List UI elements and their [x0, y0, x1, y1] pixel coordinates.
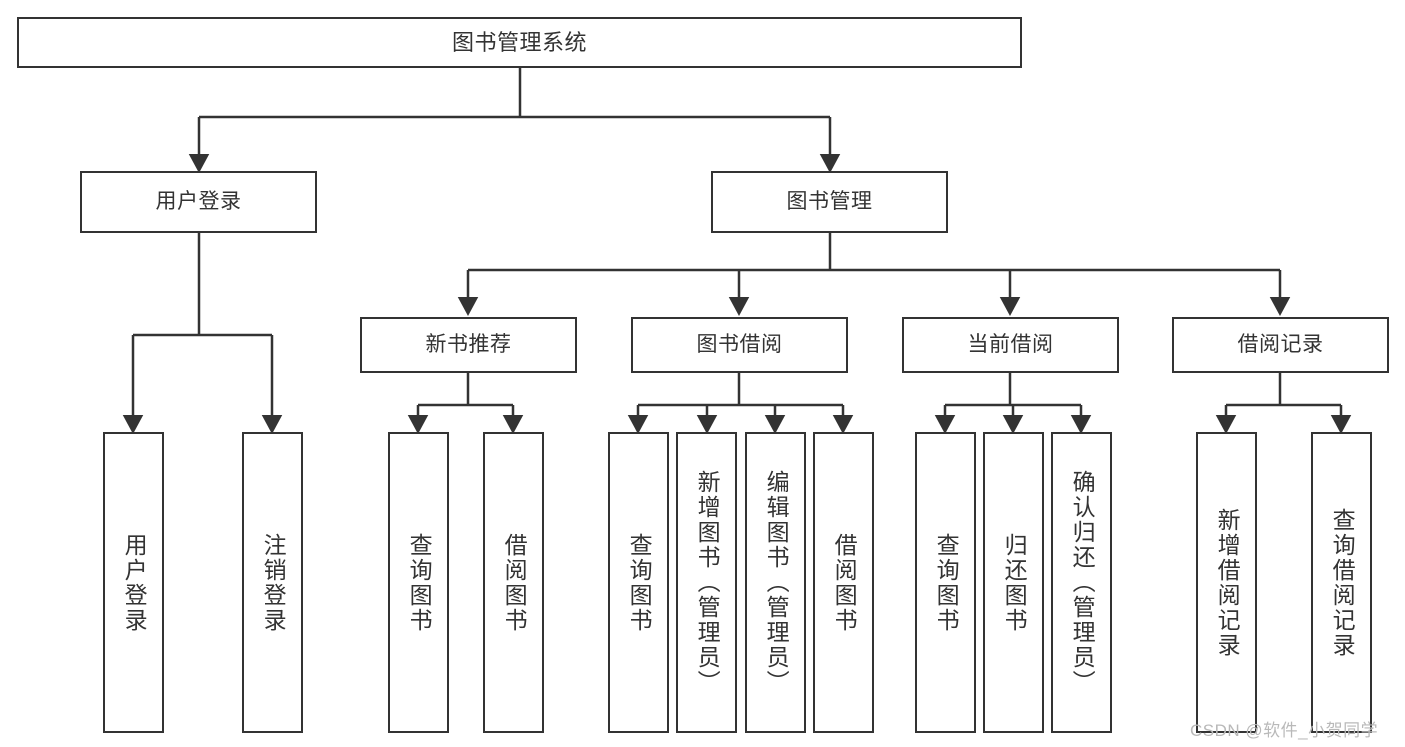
leaf-borrow-edit-book[interactable]: 编辑图书（管理员）	[745, 432, 806, 733]
leaf-record-query[interactable]: 查询借阅记录	[1311, 432, 1372, 733]
leaf-current-query[interactable]: 查询图书	[915, 432, 976, 733]
node-label: 新书推荐	[425, 332, 512, 356]
csdn-watermark: CSDN @软件_小贺同学	[1190, 721, 1379, 740]
node-current-borrow[interactable]: 当前借阅	[902, 317, 1119, 373]
node-label: 借阅记录	[1237, 332, 1324, 356]
node-label: 当前借阅	[967, 332, 1054, 356]
node-borrow-record[interactable]: 借阅记录	[1172, 317, 1389, 373]
node-label: 用户登录	[155, 189, 242, 213]
leaf-current-confirm-return[interactable]: 确认归还（管理员）	[1051, 432, 1112, 733]
leaf-record-add[interactable]: 新增借阅记录	[1196, 432, 1257, 733]
node-label: 借阅图书	[831, 532, 858, 633]
leaf-new-book-borrow[interactable]: 借阅图书	[483, 432, 544, 733]
node-label: 归还图书	[1001, 532, 1028, 633]
node-label: 新增借阅记录	[1214, 507, 1241, 658]
node-label: 查询图书	[626, 532, 653, 633]
node-label: 图书管理	[786, 189, 873, 213]
leaf-borrow-borrow-book[interactable]: 借阅图书	[813, 432, 874, 733]
node-book-borrow[interactable]: 图书借阅	[631, 317, 848, 373]
node-label: 查询图书	[933, 532, 960, 633]
node-label: 新增图书（管理员）	[694, 470, 721, 695]
leaf-borrow-add-book[interactable]: 新增图书（管理员）	[676, 432, 737, 733]
node-label: 借阅图书	[501, 532, 528, 633]
node-label: 图书借阅	[696, 332, 783, 356]
node-root-system[interactable]: 图书管理系统	[17, 17, 1022, 68]
leaf-current-return[interactable]: 归还图书	[983, 432, 1044, 733]
node-label: 查询图书	[406, 532, 433, 633]
node-new-book-recommend[interactable]: 新书推荐	[360, 317, 577, 373]
node-user-login[interactable]: 用户登录	[80, 171, 317, 233]
leaf-borrow-query[interactable]: 查询图书	[608, 432, 669, 733]
node-label: 确认归还（管理员）	[1069, 470, 1096, 695]
node-book-management[interactable]: 图书管理	[711, 171, 948, 233]
leaf-new-book-query[interactable]: 查询图书	[388, 432, 449, 733]
node-label: 用户登录	[121, 532, 148, 633]
node-label: 注销登录	[260, 532, 287, 633]
node-label: 编辑图书（管理员）	[763, 470, 790, 695]
leaf-user-login-logout[interactable]: 注销登录	[242, 432, 303, 733]
node-label: 图书管理系统	[451, 29, 587, 55]
leaf-user-login-login[interactable]: 用户登录	[103, 432, 164, 733]
node-label: 查询借阅记录	[1329, 507, 1356, 658]
